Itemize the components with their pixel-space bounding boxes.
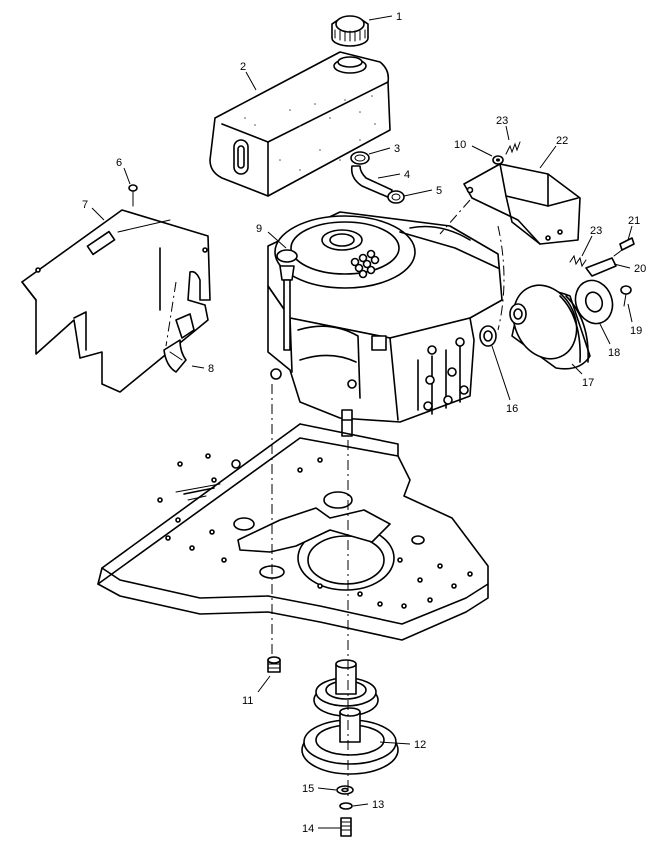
fuel-cap [331, 15, 369, 47]
leader-lines [91, 15, 633, 829]
dash-panel [21, 209, 211, 393]
callout-16: 16 [506, 403, 518, 415]
callout-6: 6 [116, 157, 122, 169]
fuel-line [350, 165, 393, 199]
washer-15 [336, 785, 354, 795]
engine-block [267, 211, 503, 437]
callout-20: 20 [634, 263, 646, 275]
callout-3: 3 [394, 143, 400, 155]
muffler-bracket [463, 163, 581, 245]
screw-6 [128, 184, 138, 207]
callout-labels: 1 2 3 4 5 6 7 8 9 10 23 22 23 21 20 19 1… [82, 11, 646, 835]
callout-10: 10 [454, 139, 466, 151]
callout-8: 8 [208, 363, 214, 375]
nut-11 [267, 656, 281, 673]
callout-7: 7 [82, 199, 88, 211]
upper-pulley [313, 659, 379, 717]
bolt-21 [613, 237, 635, 257]
assembly-centerlines [165, 199, 505, 800]
bolt-19 [620, 285, 632, 307]
bolt-14 [340, 817, 352, 837]
callout-21: 21 [628, 215, 640, 227]
muffler-guard [574, 279, 614, 325]
mower-frame [97, 423, 489, 641]
callout-14: 14 [302, 823, 314, 835]
muffler-clamp-20 [585, 257, 617, 277]
hose-clamp-lower [387, 190, 405, 204]
hose-clamp-upper [350, 151, 370, 165]
spring-23-upper [505, 141, 521, 155]
throttle-lever [163, 313, 195, 373]
callout-11: 11 [242, 695, 253, 707]
callout-18: 18 [608, 347, 620, 359]
spring-23-lower [569, 254, 587, 268]
callout-19: 19 [630, 325, 642, 337]
lower-pulley [301, 707, 399, 775]
exhaust-gasket [479, 325, 497, 347]
callout-12: 12 [414, 739, 426, 751]
lock-washer-13 [339, 802, 353, 810]
callout-1: 1 [396, 11, 402, 23]
bolt-10 [492, 155, 504, 165]
callout-23-upper: 23 [496, 115, 508, 127]
callout-22: 22 [556, 135, 568, 147]
muffler [509, 284, 591, 370]
callout-13: 13 [372, 799, 384, 811]
callout-23-lower: 23 [590, 225, 602, 237]
callout-2: 2 [240, 61, 246, 73]
fuel-tank [209, 51, 391, 197]
callout-4: 4 [404, 169, 410, 181]
callout-15: 15 [302, 783, 314, 795]
callout-17: 17 [582, 377, 594, 389]
callout-9: 9 [256, 223, 262, 235]
callout-5: 5 [436, 185, 442, 197]
